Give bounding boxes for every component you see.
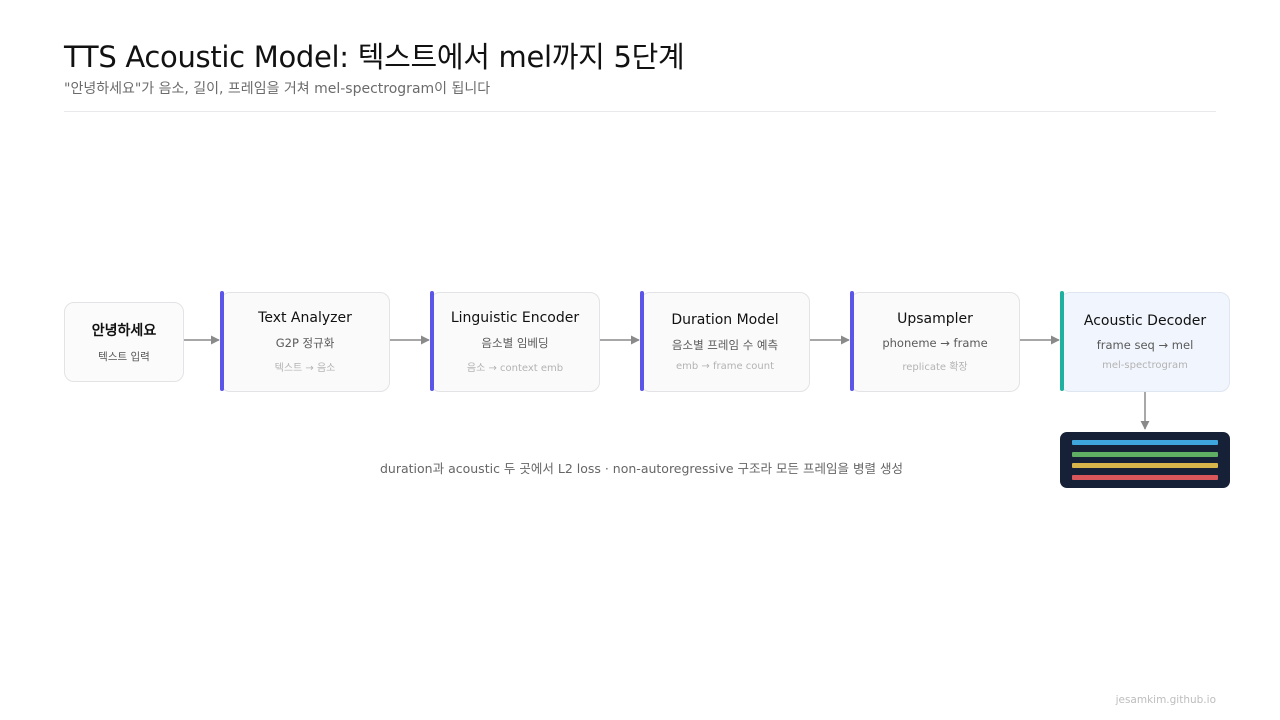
loss-note: duration과 acoustic 두 곳에서 L2 loss · non-a… — [380, 461, 903, 476]
stage-io: emb → frame count — [675, 361, 775, 372]
stage-io: 음소 → context emb — [466, 363, 564, 374]
page-title: TTS Acoustic Model: 텍스트에서 mel까지 5단계 — [64, 40, 685, 74]
stage-acoustic-decoder: Acoustic Decoder frame seq → mel mel-spe… — [1060, 291, 1230, 392]
input-text-node: 안녕하세요 텍스트 입력 — [64, 302, 184, 382]
mel-band-blue — [1072, 440, 1218, 445]
mel-band-yellow — [1072, 463, 1218, 469]
stage-name: Linguistic Encoder — [450, 310, 580, 326]
stage-desc: G2P 정규화 — [275, 336, 335, 350]
stage-name: Duration Model — [671, 312, 779, 328]
stage-io: 텍스트 → 음소 — [274, 363, 336, 374]
stage-duration-model: Duration Model 음소별 프레임 수 예측 emb → frame … — [640, 291, 810, 392]
stage-name: Acoustic Decoder — [1083, 313, 1207, 329]
stage-desc: 음소별 임베딩 — [481, 336, 549, 350]
stage-upsampler: Upsampler phoneme → frame replicate 확장 — [850, 291, 1020, 392]
mel-spectrogram-preview — [1060, 432, 1230, 488]
mel-band-red — [1072, 474, 1218, 480]
input-text: 안녕하세요 — [91, 323, 157, 339]
stage-io: replicate 확장 — [902, 362, 968, 373]
stage-desc: 음소별 프레임 수 예측 — [671, 338, 779, 352]
stage-desc: frame seq → mel — [1096, 338, 1194, 352]
stage-io: mel-spectrogram — [1102, 360, 1188, 371]
page-subtitle: "안녕하세요"가 음소, 길이, 프레임을 거쳐 mel-spectrogram… — [64, 81, 491, 97]
stage-name: Upsampler — [897, 311, 973, 327]
stage-text-analyzer: Text Analyzer G2P 정규화 텍스트 → 음소 — [220, 291, 390, 392]
stage-desc: phoneme → frame — [882, 336, 988, 350]
footer-credit: jesamkim.github.io — [1115, 694, 1216, 706]
mel-band-green — [1072, 451, 1218, 457]
input-label: 텍스트 입력 — [98, 351, 150, 363]
stage-linguistic-encoder: Linguistic Encoder 음소별 임베딩 음소 → context … — [430, 291, 600, 392]
header-divider — [64, 111, 1216, 112]
stage-name: Text Analyzer — [258, 310, 352, 326]
